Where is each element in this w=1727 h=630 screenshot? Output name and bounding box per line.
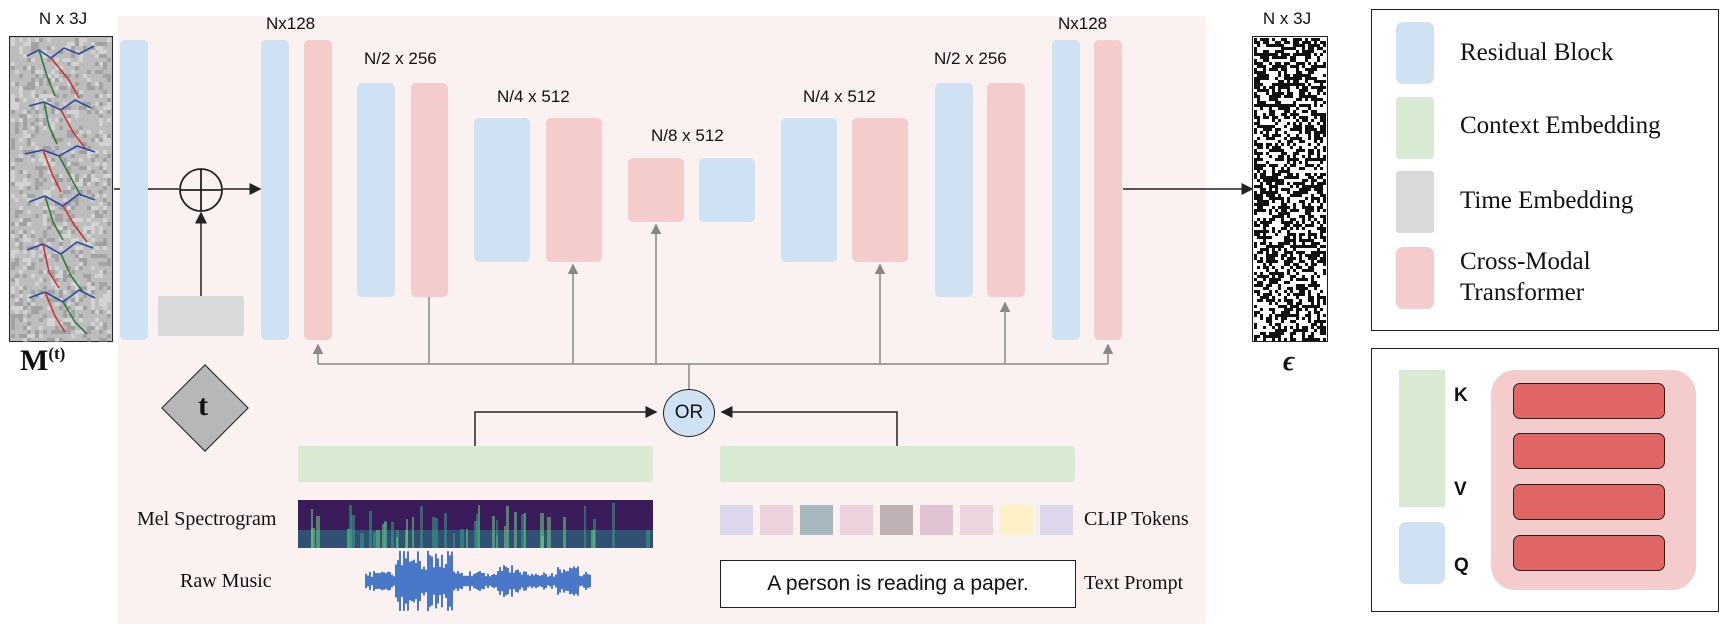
residual-block-input bbox=[120, 40, 148, 340]
clip-token bbox=[960, 505, 993, 535]
legend-label-context: Context Embedding bbox=[1460, 112, 1661, 139]
raw-music-label: Raw Music bbox=[180, 570, 272, 592]
legend-swatch-context bbox=[1396, 97, 1434, 159]
input-symbol: M(t) bbox=[20, 344, 66, 377]
transformer-layer bbox=[1513, 484, 1665, 520]
time-step-symbol: t bbox=[198, 389, 208, 422]
mel-spectrogram-image bbox=[298, 500, 653, 548]
level-label-l1: Nx128 bbox=[266, 14, 316, 33]
legend-label-time: Time Embedding bbox=[1460, 187, 1634, 214]
inset-residual-embedding bbox=[1399, 522, 1445, 584]
level-label-l4: N/8 x 512 bbox=[651, 126, 724, 145]
level-label-r1: Nx128 bbox=[1058, 14, 1108, 33]
legend: Residual Block Context Embedding Time Em… bbox=[1371, 9, 1719, 331]
cross-modal-transformer-l3 bbox=[546, 118, 602, 262]
inset-context-embedding bbox=[1399, 370, 1445, 507]
level-label-l2: N/2 x 256 bbox=[364, 49, 437, 68]
cross-modal-transformer-r2 bbox=[987, 83, 1025, 297]
residual-block-l3 bbox=[474, 118, 530, 262]
sum-operator bbox=[179, 168, 223, 212]
clip-token bbox=[800, 505, 833, 535]
clip-token bbox=[920, 505, 953, 535]
residual-block-l2 bbox=[357, 83, 395, 297]
input-dim-label: N x 3J bbox=[38, 9, 88, 28]
inset-q-label: Q bbox=[1454, 555, 1469, 576]
clip-token bbox=[720, 505, 753, 535]
output-dim-label: N x 3J bbox=[1262, 9, 1312, 28]
residual-block-l4 bbox=[699, 158, 755, 222]
clip-token-row bbox=[720, 505, 1076, 535]
residual-block-r1 bbox=[1052, 40, 1080, 340]
cross-modal-transformer-l4 bbox=[628, 158, 684, 222]
residual-block-l1 bbox=[261, 40, 289, 340]
level-label-r2: N/2 x 256 bbox=[934, 49, 1007, 68]
residual-block-r2 bbox=[935, 83, 973, 297]
text-prompt-label: Text Prompt bbox=[1084, 572, 1184, 594]
clip-tokens-label: CLIP Tokens bbox=[1084, 508, 1189, 530]
input-motion-image bbox=[9, 36, 113, 342]
inset-k-label: K bbox=[1454, 385, 1468, 406]
clip-token bbox=[840, 505, 873, 535]
clip-token bbox=[880, 505, 913, 535]
cross-modal-transformer-l1 bbox=[304, 40, 332, 340]
transformer-layer bbox=[1513, 535, 1665, 571]
time-embedding-block bbox=[158, 296, 244, 336]
transformer-layer bbox=[1513, 383, 1665, 419]
level-label-r3: N/4 x 512 bbox=[803, 87, 876, 106]
level-label-l3: N/4 x 512 bbox=[497, 87, 570, 106]
text-prompt-box: A person is reading a paper. bbox=[720, 560, 1076, 608]
output-symbol: ϵ bbox=[1283, 346, 1296, 377]
legend-swatch-time bbox=[1396, 171, 1434, 233]
legend-swatch-residual bbox=[1396, 22, 1434, 84]
inset-v-label: V bbox=[1454, 479, 1467, 500]
cross-modal-transformer-r1 bbox=[1094, 40, 1122, 340]
cross-modal-transformer-r3 bbox=[852, 118, 908, 262]
legend-swatch-cross-modal bbox=[1396, 247, 1434, 309]
output-noise-image bbox=[1252, 36, 1328, 342]
music-context-embedding bbox=[298, 446, 653, 482]
mel-spectrogram-label: Mel Spectrogram bbox=[137, 508, 277, 530]
clip-token bbox=[1000, 505, 1033, 535]
text-context-embedding bbox=[720, 446, 1075, 482]
transformer-layer bbox=[1513, 433, 1665, 469]
legend-label-cross-modal: Cross-Modal Transformer bbox=[1460, 248, 1591, 306]
legend-label-residual: Residual Block bbox=[1460, 39, 1614, 66]
residual-block-r3 bbox=[781, 118, 837, 262]
clip-token bbox=[1040, 505, 1073, 535]
or-selector: OR bbox=[663, 389, 715, 437]
clip-token bbox=[760, 505, 793, 535]
attention-inset: K V Q bbox=[1371, 348, 1719, 612]
cross-modal-transformer-l2 bbox=[411, 83, 448, 297]
raw-music-waveform bbox=[365, 550, 591, 612]
